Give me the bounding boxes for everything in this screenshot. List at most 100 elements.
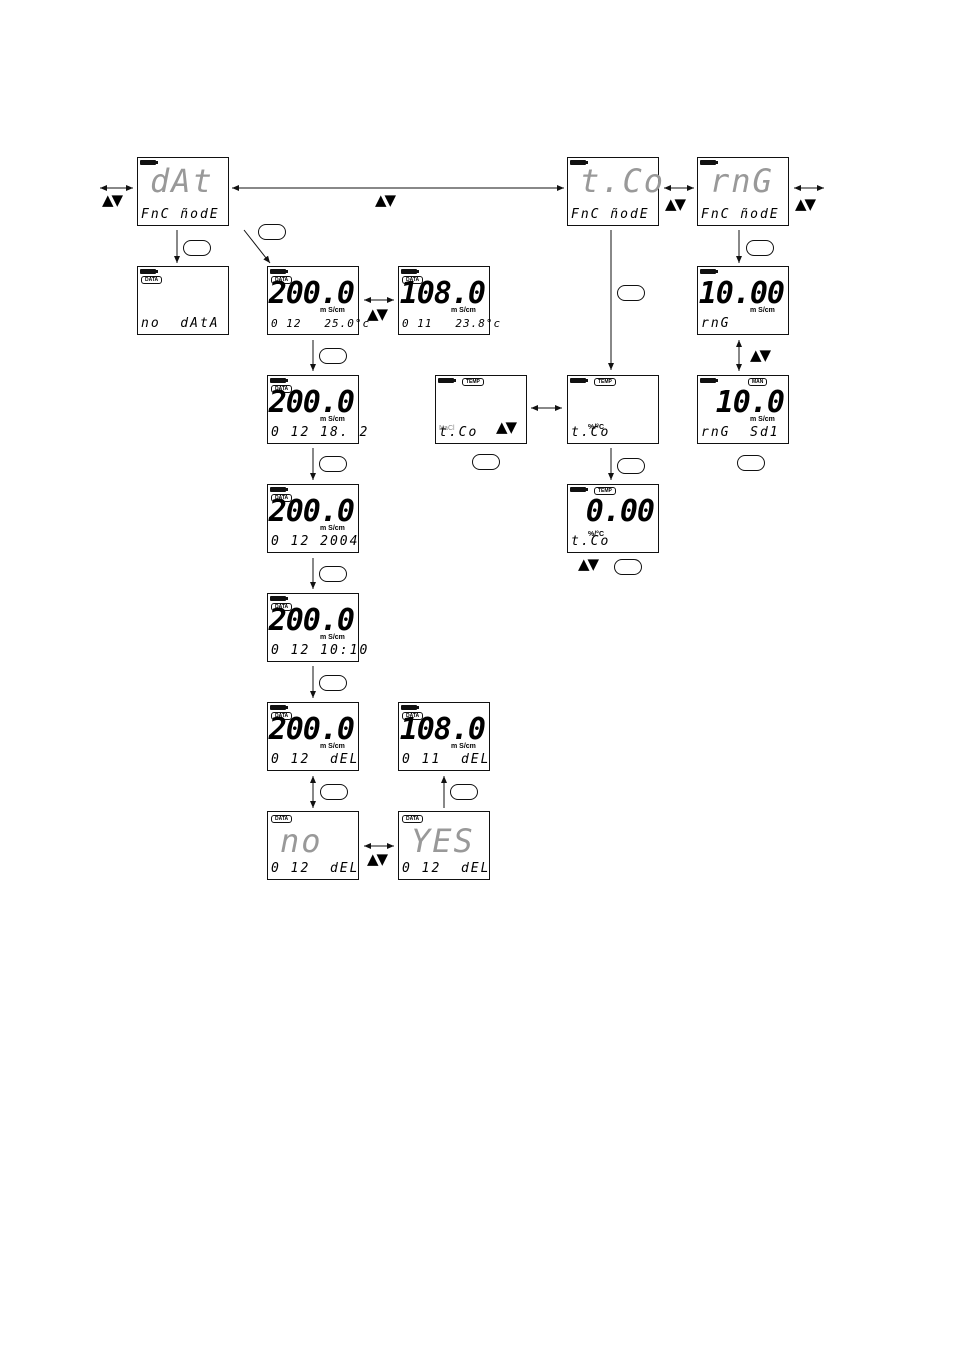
lcd-bottom-text: rnG Sd1	[701, 425, 780, 440]
lcd-bottom-text: 0 12 dEL	[402, 861, 491, 876]
lcd-delete-no: DATA no 0 12 dEL	[267, 811, 359, 880]
lcd-bottom-text: 0 12 18. 2	[271, 425, 370, 440]
battery-icon	[140, 160, 158, 165]
data-badge: DATA	[271, 712, 293, 720]
unit-label: m S/cm	[451, 307, 476, 314]
lcd-main-text: dAt	[150, 162, 214, 200]
lcd-bottom-text: 0 11 dEL	[402, 752, 491, 767]
lcd-delete-yes: DATA YES 0 12 dEL	[398, 811, 490, 880]
lcd-data-3: DATA 200.0 m S/cm 0 12 2004	[267, 484, 359, 553]
lcd-no-data: DATA no dAtA	[137, 266, 229, 335]
lcd-bottom-text: 0 11 23.8°c	[402, 317, 502, 330]
battery-icon	[401, 269, 419, 274]
battery-icon	[570, 378, 588, 383]
up-down-icon: ▲▼	[367, 850, 388, 868]
lcd-main-text: YES	[411, 822, 475, 860]
lcd-main-text: 108.0	[399, 712, 486, 747]
unit-label: %/°C	[588, 531, 605, 538]
enter-button-icon	[319, 456, 347, 472]
unit-label: %/°C	[588, 424, 605, 431]
battery-icon	[438, 378, 456, 383]
lcd-bottom-text: 0 12 10:10	[271, 643, 370, 658]
unit-label: m S/cm	[320, 307, 345, 314]
up-down-icon: ▲▼	[375, 191, 396, 209]
battery-icon	[270, 378, 288, 383]
battery-icon	[700, 378, 718, 383]
data-badge: DATA	[271, 815, 293, 823]
enter-button-icon	[319, 348, 347, 364]
lcd-bottom-text: FnC ñodE	[571, 207, 650, 222]
enter-button-icon	[319, 675, 347, 691]
lcd-main-text: 0.00	[585, 494, 655, 529]
data-badge: DATA	[402, 815, 424, 823]
lcd-main-text: 108.0	[399, 276, 486, 311]
battery-icon	[700, 160, 718, 165]
enter-button-icon	[450, 784, 478, 800]
lcd-main-text: 200.0	[268, 494, 355, 529]
up-down-icon: ▲▼	[102, 191, 123, 209]
data-badge: DATA	[141, 276, 163, 284]
data-badge: DATA	[271, 603, 293, 611]
temp-badge: TEMP	[594, 487, 616, 495]
lcd-main-text: 200.0	[268, 385, 355, 420]
lcd-main-text: 200.0	[268, 712, 355, 747]
unit-label: m S/cm	[320, 743, 345, 750]
lcd-main-text: 10.00	[698, 276, 785, 311]
unit-label: m S/cm	[750, 416, 775, 423]
up-down-icon: ▲▼	[665, 195, 686, 213]
lcd-bottom-text: 0 12 25.0°c	[271, 317, 371, 330]
lcd-main-text: 200.0	[268, 276, 355, 311]
battery-icon	[401, 705, 419, 710]
lcd-data-1b: DATA 108.0 m S/cm 0 11 23.8°c	[398, 266, 502, 335]
up-down-icon: ▲▼	[795, 195, 816, 213]
nacl-label: NaCl	[439, 425, 455, 432]
data-badge: DATA	[271, 494, 293, 502]
lcd-main-text: rnG	[710, 162, 774, 200]
enter-button-icon	[472, 454, 500, 470]
up-down-icon: ▲▼	[496, 418, 517, 436]
unit-label: m S/cm	[750, 307, 775, 314]
battery-icon	[140, 269, 158, 274]
lcd-rng-2: MAN 10.0 m S/cm rnG Sd1	[697, 375, 789, 444]
lcd-rng-1: 10.00 m S/cm rnG	[697, 266, 789, 335]
lcd-tco-value: TEMP 0.00 %/°C t.Co	[567, 484, 659, 553]
temp-badge: TEMP	[594, 378, 616, 386]
lcd-data-1: DATA 200.0 m S/cm 0 12 25.0°c	[267, 266, 371, 335]
lcd-bottom-text: no dAtA	[141, 316, 220, 331]
battery-icon	[570, 160, 588, 165]
lcd-tco-nacl: TEMP NaCl ▲▼ t.Co	[435, 375, 527, 444]
unit-label: m S/cm	[320, 634, 345, 641]
battery-icon	[570, 487, 588, 492]
enter-button-icon	[617, 285, 645, 301]
unit-label: m S/cm	[320, 416, 345, 423]
lcd-bottom-text: 0 12 dEL	[271, 752, 360, 767]
enter-button-icon	[258, 224, 286, 240]
lcd-bottom-text: FnC ñodE	[701, 207, 780, 222]
unit-label: m S/cm	[451, 743, 476, 750]
data-badge: DATA	[402, 276, 424, 284]
lcd-dat: dAt FnC ñodE	[137, 157, 229, 226]
data-badge: DATA	[271, 385, 293, 393]
lcd-tco: t.Co FnC ñodE	[567, 157, 663, 226]
battery-icon	[270, 596, 288, 601]
lcd-data-4: DATA 200.0 m S/cm 0 12 10:10	[267, 593, 370, 662]
up-down-icon: ▲▼	[750, 346, 771, 364]
enter-button-icon	[746, 240, 774, 256]
enter-button-icon	[183, 240, 211, 256]
lcd-bottom-text: t.Co	[571, 534, 611, 549]
lcd-data-2: DATA 200.0 m S/cm 0 12 18. 2	[267, 375, 370, 444]
lcd-bottom-text: 0 12 2004	[271, 534, 360, 549]
enter-button-icon	[320, 784, 348, 800]
lcd-main-text: t.Co	[580, 162, 666, 200]
battery-icon	[270, 269, 288, 274]
enter-button-icon	[614, 559, 642, 575]
enter-button-icon	[737, 455, 765, 471]
battery-icon	[270, 705, 288, 710]
lcd-bottom-text: FnC ñodE	[141, 207, 220, 222]
battery-icon	[700, 269, 718, 274]
lcd-data-5: DATA 200.0 m S/cm 0 12 dEL	[267, 702, 359, 771]
lcd-bottom-text: t.Co	[439, 425, 479, 440]
man-badge: MAN	[748, 378, 768, 386]
